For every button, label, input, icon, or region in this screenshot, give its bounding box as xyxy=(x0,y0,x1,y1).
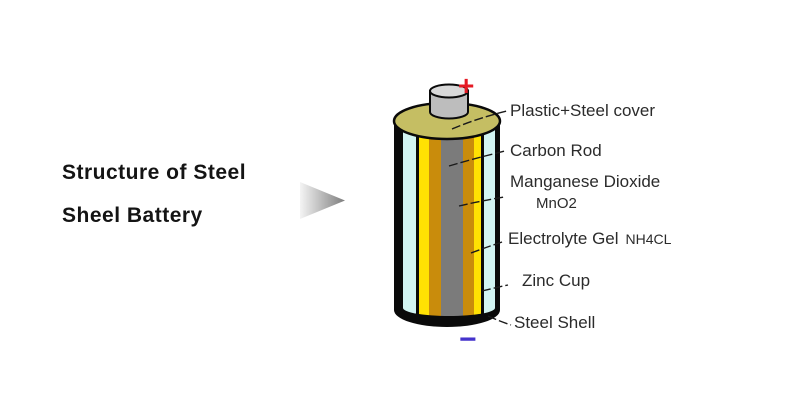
battery-electrolyte-right xyxy=(474,120,481,316)
leader-line-electrolyte xyxy=(470,240,506,254)
leader-line-mno2 xyxy=(458,196,505,207)
leader-line-cover xyxy=(451,110,508,130)
terminal-button-top xyxy=(429,83,469,99)
terminal-button-side xyxy=(429,90,469,120)
arrow-right-icon xyxy=(300,182,345,219)
battery-separator-right xyxy=(481,120,484,316)
label-steel-shell: Steel Shell xyxy=(514,313,596,332)
battery-electrolyte-left xyxy=(419,120,429,316)
label-mno2-formula: MnO2 xyxy=(536,195,577,212)
label-carbon-rod: Carbon Rod xyxy=(510,141,602,160)
battery-mno2-right xyxy=(463,120,474,316)
positive-terminal-sign: + xyxy=(458,70,475,101)
battery-carbon-rod xyxy=(441,120,463,316)
label-electrolyte-name: Electrolyte Gel xyxy=(508,229,619,248)
label-electrolyte-gel: Electrolyte Gel NH4CL xyxy=(508,229,671,249)
leader-line-steel-shell xyxy=(487,315,512,326)
leader-line-zinc-cup xyxy=(481,284,509,292)
label-plastic-steel-cover: Plastic+Steel cover xyxy=(510,101,656,120)
label-zinc-cup: Zinc Cup xyxy=(522,271,591,290)
battery-zinc-cup-right xyxy=(484,120,495,316)
label-electrolyte-formula: NH4CL xyxy=(625,231,672,247)
leader-line-carbon-rod xyxy=(448,150,506,167)
battery-separator-left xyxy=(416,120,419,316)
negative-terminal-sign: − xyxy=(459,323,477,356)
battery-zinc-cup-left xyxy=(403,120,416,316)
page-title-line2: Sheel Battery xyxy=(62,204,203,227)
page-title-line1: Structure of Steel xyxy=(62,161,247,184)
label-manganese-dioxide: Manganese Dioxide xyxy=(510,172,661,191)
battery-mno2-left xyxy=(429,120,441,316)
